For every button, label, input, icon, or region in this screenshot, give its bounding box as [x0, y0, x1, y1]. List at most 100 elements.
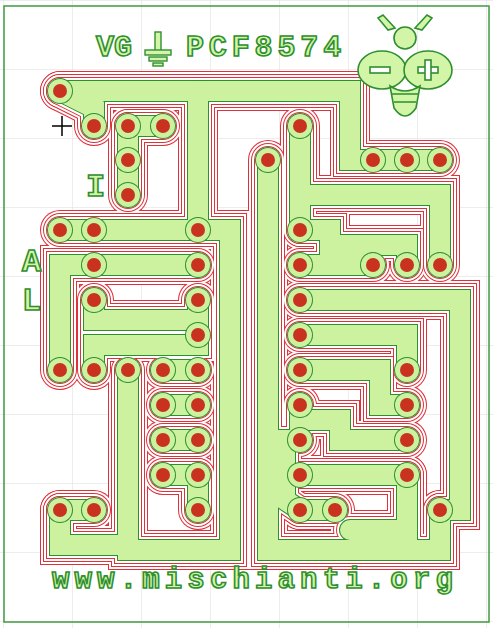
board-outline [4, 6, 489, 622]
pad [191, 328, 205, 342]
pad [150, 357, 176, 383]
pad [48, 218, 72, 242]
pad [293, 363, 307, 377]
copper-traces [60, 91, 460, 550]
pad [191, 433, 205, 447]
silkscreen-text: I [86, 172, 105, 204]
pad [150, 427, 176, 453]
pad [293, 468, 307, 482]
trace [60, 265, 198, 370]
trace [94, 335, 198, 370]
trace [94, 300, 198, 320]
trace [60, 265, 198, 370]
trace [300, 456, 407, 494]
pad [185, 322, 211, 348]
trace [60, 265, 198, 370]
pad [287, 287, 313, 313]
trace [300, 230, 407, 265]
pad [48, 498, 72, 522]
pad [328, 503, 342, 517]
trace [60, 219, 198, 241]
trace [94, 300, 198, 320]
trace [60, 214, 198, 246]
pad [82, 358, 106, 382]
pads [47, 78, 453, 523]
pad [150, 462, 176, 488]
trace [300, 300, 460, 510]
trace [182, 91, 214, 230]
pad [394, 252, 420, 278]
pad [287, 252, 313, 278]
trace [94, 300, 198, 320]
pad [82, 498, 106, 522]
pad [87, 293, 101, 307]
pad [185, 287, 211, 313]
trace [60, 210, 198, 250]
pad [191, 363, 205, 377]
pad [427, 497, 453, 523]
pad [433, 153, 447, 167]
pad [400, 363, 414, 377]
pad [186, 323, 210, 347]
trace [300, 230, 407, 265]
trace [60, 216, 198, 244]
trace [60, 213, 198, 247]
pad [115, 113, 141, 139]
pad [53, 363, 67, 377]
pad [82, 288, 106, 312]
pad [293, 328, 307, 342]
pad [394, 427, 420, 453]
trace [188, 91, 208, 230]
trace [300, 300, 460, 510]
trace [300, 300, 460, 510]
trace [300, 462, 407, 488]
pad [116, 114, 140, 138]
trace [300, 300, 460, 510]
trace [60, 265, 198, 370]
pad [293, 503, 307, 517]
pad [288, 498, 312, 522]
trace [300, 370, 407, 405]
trace [60, 265, 198, 370]
pad [186, 288, 210, 312]
pad [433, 503, 447, 517]
ground-symbol [145, 32, 171, 66]
trace [300, 300, 460, 510]
trace [60, 91, 440, 160]
pad [48, 358, 72, 382]
trace [60, 265, 198, 370]
pad [293, 293, 307, 307]
pad [156, 468, 170, 482]
pad [395, 463, 419, 487]
pad [255, 147, 281, 173]
pad [191, 468, 205, 482]
pad [191, 258, 205, 272]
pad [400, 433, 414, 447]
pad [400, 258, 414, 272]
pad [394, 462, 420, 488]
pad [366, 153, 380, 167]
pad [156, 363, 170, 377]
trace [300, 230, 407, 265]
silkscreen-text: PCF8574 [186, 33, 346, 63]
trace [60, 217, 198, 243]
pad [293, 119, 307, 133]
trace [185, 91, 211, 230]
pad [288, 463, 312, 487]
trace [60, 220, 198, 240]
trace [94, 335, 198, 370]
trace [300, 230, 407, 265]
trace [300, 459, 407, 491]
trace [300, 300, 460, 510]
pad [400, 153, 414, 167]
trace [300, 370, 407, 405]
pad [288, 393, 312, 417]
pad [82, 218, 106, 242]
pad [394, 357, 420, 383]
trace [128, 230, 230, 550]
trace [290, 126, 310, 230]
trace [94, 300, 198, 320]
